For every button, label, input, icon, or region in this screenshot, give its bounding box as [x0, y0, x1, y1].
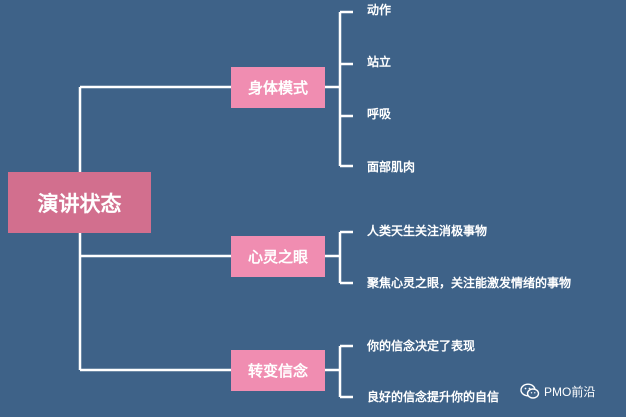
leaf-negative-focus: 人类天生关注消极事物: [367, 224, 488, 238]
watermark: PMO前沿: [520, 383, 595, 400]
leaf-facial-muscle: 面部肌肉: [367, 160, 416, 174]
leaf-action: 动作: [367, 3, 392, 17]
wechat-icon: [520, 383, 540, 399]
watermark-text: PMO前沿: [544, 385, 596, 399]
branch-node-change-belief: 转变信念: [231, 350, 325, 391]
root-node: 演讲状态: [8, 172, 151, 233]
leaf-breath: 呼吸: [367, 107, 392, 121]
branch-node-body-mode: 身体模式: [231, 67, 325, 108]
leaf-mind-eye-focus: 聚焦心灵之眼，关注能激发情绪的事物: [367, 276, 572, 290]
leaf-belief-confidence: 良好的信念提升你的自信: [367, 390, 500, 404]
leaf-stand: 站立: [367, 55, 392, 69]
branch-node-mind-eye: 心灵之眼: [231, 236, 325, 277]
leaf-belief-performance: 你的信念决定了表现: [367, 339, 476, 353]
